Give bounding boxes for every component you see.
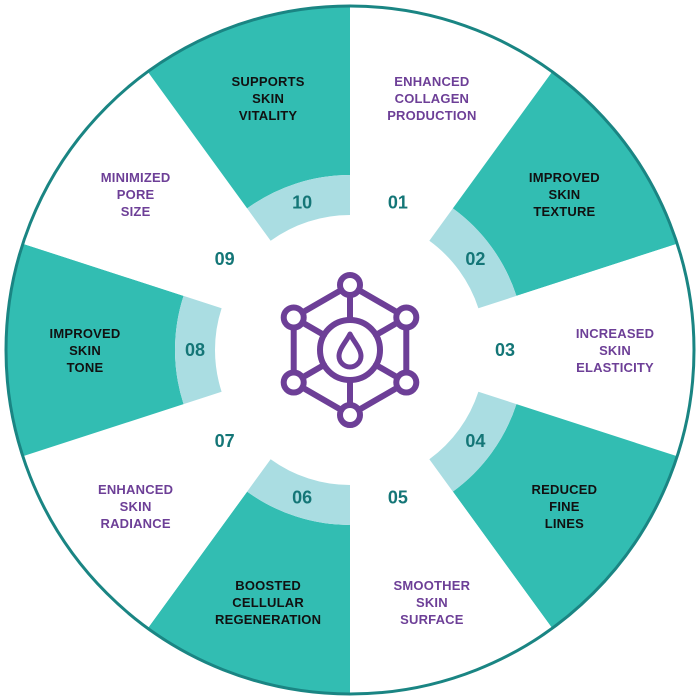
segment-label-07-line-1: ENHANCED — [98, 482, 173, 497]
segment-label-02-line-1: IMPROVED — [529, 170, 600, 185]
molecule-node — [280, 369, 307, 396]
segment-number-10: 10 — [292, 193, 312, 213]
segment-number-09: 09 — [215, 249, 235, 269]
segment-label-06-line-2: CELLULAR — [232, 595, 304, 610]
segment-number-05: 05 — [388, 487, 408, 507]
segment-08 — [5, 243, 184, 457]
segment-label-05-line-2: SKIN — [416, 595, 448, 610]
segment-label-09-line-3: SIZE — [121, 204, 151, 219]
segment-number-08: 08 — [185, 340, 205, 360]
segment-label-01-line-3: PRODUCTION — [387, 108, 476, 123]
segment-label-06-line-3: REGENERATION — [215, 612, 321, 627]
molecule-bond — [355, 384, 401, 413]
segment-band-06 — [247, 459, 350, 526]
segment-label-07-line-2: SKIN — [120, 499, 152, 514]
segment-04 — [452, 404, 678, 629]
segment-label-09-line-1: MINIMIZED — [101, 170, 171, 185]
segment-label-08-line-3: TONE — [67, 360, 104, 375]
segment-label-02-line-2: SKIN — [548, 187, 580, 202]
segment-01 — [350, 6, 553, 209]
molecule-node — [393, 369, 420, 396]
molecule-bond — [355, 287, 401, 316]
molecule-spoke — [372, 319, 401, 338]
outer-ring — [4, 4, 696, 696]
segment-label-08-line-2: SKIN — [69, 343, 101, 358]
segment-label-07-line-3: RADIANCE — [101, 516, 171, 531]
segment-band-10 — [247, 175, 350, 241]
segment-label-01-line-2: COLLAGEN — [395, 91, 470, 106]
segment-03 — [516, 243, 694, 457]
molecule-spoke — [372, 362, 401, 381]
segment-label-04-line-2: FINE — [549, 499, 580, 514]
segment-number-01: 01 — [388, 193, 408, 213]
molecule-node — [337, 272, 363, 298]
segment-number-02: 02 — [465, 249, 485, 269]
segment-02 — [452, 71, 678, 296]
segment-05 — [350, 491, 553, 694]
segment-number-07: 07 — [215, 431, 235, 451]
molecule-core — [317, 317, 383, 383]
molecule-bond — [299, 384, 345, 413]
segment-label-03-line-2: SKIN — [599, 343, 631, 358]
molecule-bond — [299, 287, 345, 316]
segment-label-05-line-1: SMOOTHER — [394, 578, 471, 593]
segment-label-04-line-3: LINES — [545, 516, 584, 531]
segment-band-02 — [429, 208, 517, 309]
segment-label-05-line-3: SURFACE — [400, 612, 464, 627]
segment-label-02-line-3: TEXTURE — [533, 204, 595, 219]
segment-band-04 — [429, 391, 517, 492]
segment-06 — [147, 491, 350, 694]
molecule-spoke — [299, 362, 328, 381]
segment-label-10-line-2: SKIN — [252, 91, 284, 106]
segments-layer — [5, 6, 694, 694]
segment-number-03: 03 — [495, 340, 515, 360]
segment-band-08 — [175, 295, 222, 405]
segment-07 — [22, 404, 248, 629]
molecule-spoke — [299, 319, 328, 338]
labels-layer: 01ENHANCEDCOLLAGENPRODUCTION02IMPROVEDSK… — [50, 74, 654, 627]
molecule-node — [280, 304, 307, 331]
segment-label-04-line-1: REDUCED — [532, 482, 598, 497]
drop-icon — [336, 331, 364, 370]
segment-label-10-line-1: SUPPORTS — [232, 74, 305, 89]
molecule-node — [393, 304, 420, 331]
segment-10 — [147, 6, 350, 209]
segment-label-01-line-1: ENHANCED — [394, 74, 469, 89]
molecule-drop-icon — [280, 272, 420, 428]
segment-label-03-line-3: ELASTICITY — [576, 360, 654, 375]
segment-09 — [22, 71, 248, 296]
segment-number-06: 06 — [292, 487, 312, 507]
segment-label-08-line-1: IMPROVED — [50, 326, 121, 341]
segment-label-10-line-3: VITALITY — [239, 108, 298, 123]
segment-label-06-line-1: BOOSTED — [235, 578, 301, 593]
segment-label-03-line-1: INCREASED — [576, 326, 654, 341]
segment-label-09-line-2: PORE — [117, 187, 155, 202]
molecule-node — [337, 402, 363, 428]
segment-number-04: 04 — [465, 431, 485, 451]
